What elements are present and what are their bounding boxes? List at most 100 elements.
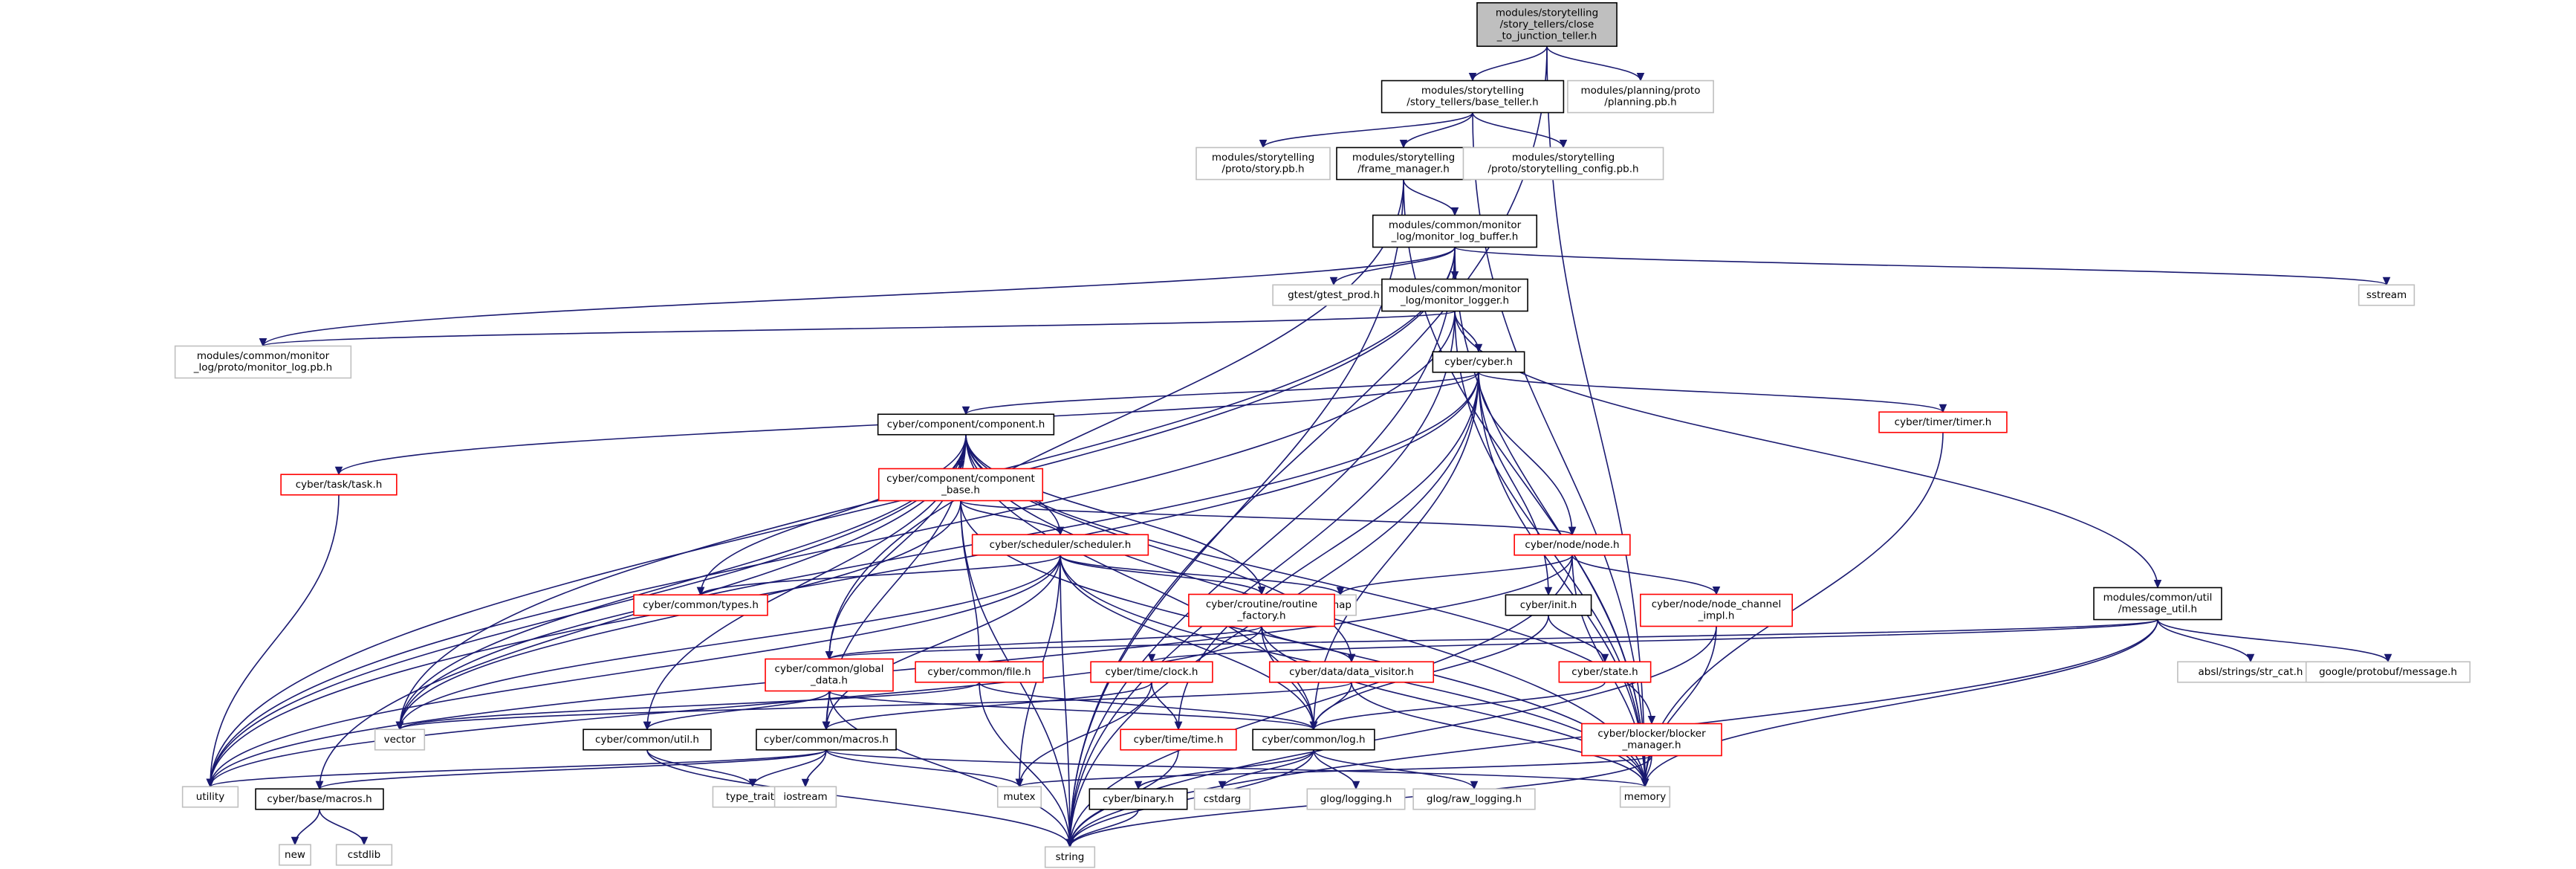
edge-base-teller-to-frame-manager [1399,112,1473,149]
edge-state-to-log [1309,682,1606,731]
arrowhead-icon [291,836,299,846]
arrowhead-icon [206,778,215,788]
node-label-line: utility [196,791,224,803]
nodes-layer: modules/storytelling/story_tellers/close… [174,1,2471,868]
node-routine-factory[interactable]: cyber/croutine/routine_factory.h [1188,593,1335,627]
node-box [1878,411,2008,433]
node-box [1268,661,1435,683]
node-monitor-logger[interactable]: modules/common/monitor_log/monitor_logge… [1381,278,1528,312]
node-data-visitor[interactable]: cyber/data/data_visitor.h [1268,661,1435,683]
node-scheduler[interactable]: cyber/scheduler/scheduler.h [971,534,1149,556]
node-gtest-prod: gtest/gtest_prod.h [1272,284,1395,306]
node-log[interactable]: cyber/common/log.h [1252,729,1375,751]
node-label-line: mutex [1003,791,1035,803]
edge-task-to-utility [206,494,340,788]
arrowhead-icon [825,651,834,660]
node-component[interactable]: cyber/component/component.h [877,413,1055,436]
node-box [1412,788,1536,810]
node-monitor-log-pb: modules/common/monitor_log/proto/monitor… [174,345,352,379]
arrowhead-icon [1641,778,1649,788]
edge-line [825,749,1020,787]
node-root[interactable]: modules/storytelling/story_tellers/close… [1476,1,1618,48]
edge-macros-to-type-traits [748,749,827,788]
edge-monitor-logger-to-monitor-log-pb [259,310,1456,347]
node-label-line: cyber/croutine/routine [1206,598,1317,610]
node-component-base[interactable]: cyber/component/component_base.h [877,468,1044,502]
node-global-data[interactable]: cyber/common/global_data.h [765,658,894,692]
node-label-line: modules/common/util [2103,592,2213,604]
node-node-channel-impl[interactable]: cyber/node/node_channel_impl.h [1640,593,1793,627]
edge-line [2157,619,2251,662]
node-box [181,786,239,808]
edge-line [1333,247,1456,285]
node-box [1505,594,1592,616]
arrowhead-icon [2384,653,2392,663]
node-label-line: cyber/node/node_channel [1652,598,1782,610]
node-box [1381,278,1528,312]
node-clock[interactable]: cyber/time/clock.h [1090,661,1213,683]
node-label-line: vector [384,734,416,746]
node-label-line: _impl.h [1698,610,1735,622]
edge-line [828,618,2158,660]
node-time-h[interactable]: cyber/time/time.h [1120,729,1237,751]
edge-monitor-logger-to-cyber-h [1454,311,1483,353]
edge-line [1403,179,1646,787]
node-cyber-h[interactable]: cyber/cyber.h [1432,351,1525,373]
node-label-line: google/protobuf/message.h [2319,666,2457,678]
node-task[interactable]: cyber/task/task.h [280,474,398,496]
node-label-line: type_traits [726,791,779,803]
node-glog-logging: glog/logging.h [1306,788,1406,810]
edge-line [1069,749,1314,847]
edge-line [1262,112,1473,148]
node-monitor-log-buffer[interactable]: modules/common/monitor_log/monitor_log_b… [1372,214,1538,248]
arrowhead-icon [1134,781,1143,790]
node-util[interactable]: cyber/common/util.h [583,729,712,751]
node-label-line: cyber/component/component [886,473,1035,485]
node-box [1640,593,1793,627]
node-macros[interactable]: cyber/common/macros.h [756,729,897,751]
arrowhead-icon [2382,277,2391,286]
edge-line [700,434,967,595]
node-sstream: sstream [2358,284,2416,306]
edge-line [399,682,1352,730]
node-box [971,534,1149,556]
node-label-line: modules/common/monitor [1389,283,1522,295]
node-base-macros[interactable]: cyber/base/macros.h [255,788,384,810]
arrowhead-icon [360,836,369,846]
edge-line [319,749,827,789]
edge-line [1454,247,1646,787]
node-timer[interactable]: cyber/timer/timer.h [1878,411,2008,433]
edge-line [2157,619,2389,662]
edge-cyber-h-to-timer [1478,372,1947,413]
arrowhead-icon [1939,404,1947,413]
node-box [255,788,384,810]
node-file[interactable]: cyber/common/file.h [915,661,1044,683]
node-binary[interactable]: cyber/binary.h [1089,788,1188,810]
edge-line [828,691,1071,847]
node-label-line: /planning.pb.h [1604,97,1676,109]
node-init[interactable]: cyber/init.h [1505,594,1592,616]
edge-line [210,247,1456,787]
edge-cyber-h-to-init [1478,372,1553,596]
edge-line [210,494,340,787]
edge-node-to-node-channel-impl [1571,555,1721,595]
node-box [583,729,712,751]
node-types[interactable]: cyber/common/types.h [633,594,768,616]
node-state[interactable]: cyber/state.h [1558,661,1652,683]
arrowhead-icon [1257,587,1266,595]
node-box [765,658,894,692]
edge-scheduler-to-map [1060,555,1345,596]
edge-line [1454,246,2387,285]
node-frame-manager[interactable]: modules/storytelling/frame_manager.h [1336,146,1471,181]
node-blocker-manager[interactable]: cyber/blocker/blocker_manager.h [1581,723,1722,757]
node-memory: memory [1619,786,1671,808]
node-node[interactable]: cyber/node/node.h [1514,534,1631,556]
node-base-teller[interactable]: modules/storytelling/story_tellers/base_… [1381,80,1565,114]
node-label-line: sstream [2366,289,2407,301]
edge-binary-to-string [1065,809,1139,848]
node-label-line: /message_util.h [2118,604,2197,616]
node-box [1336,146,1471,181]
arrowhead-icon [1065,839,1074,848]
node-message-util[interactable]: modules/common/util/message_util.h [2093,587,2222,621]
arrowhead-icon [2246,653,2255,663]
